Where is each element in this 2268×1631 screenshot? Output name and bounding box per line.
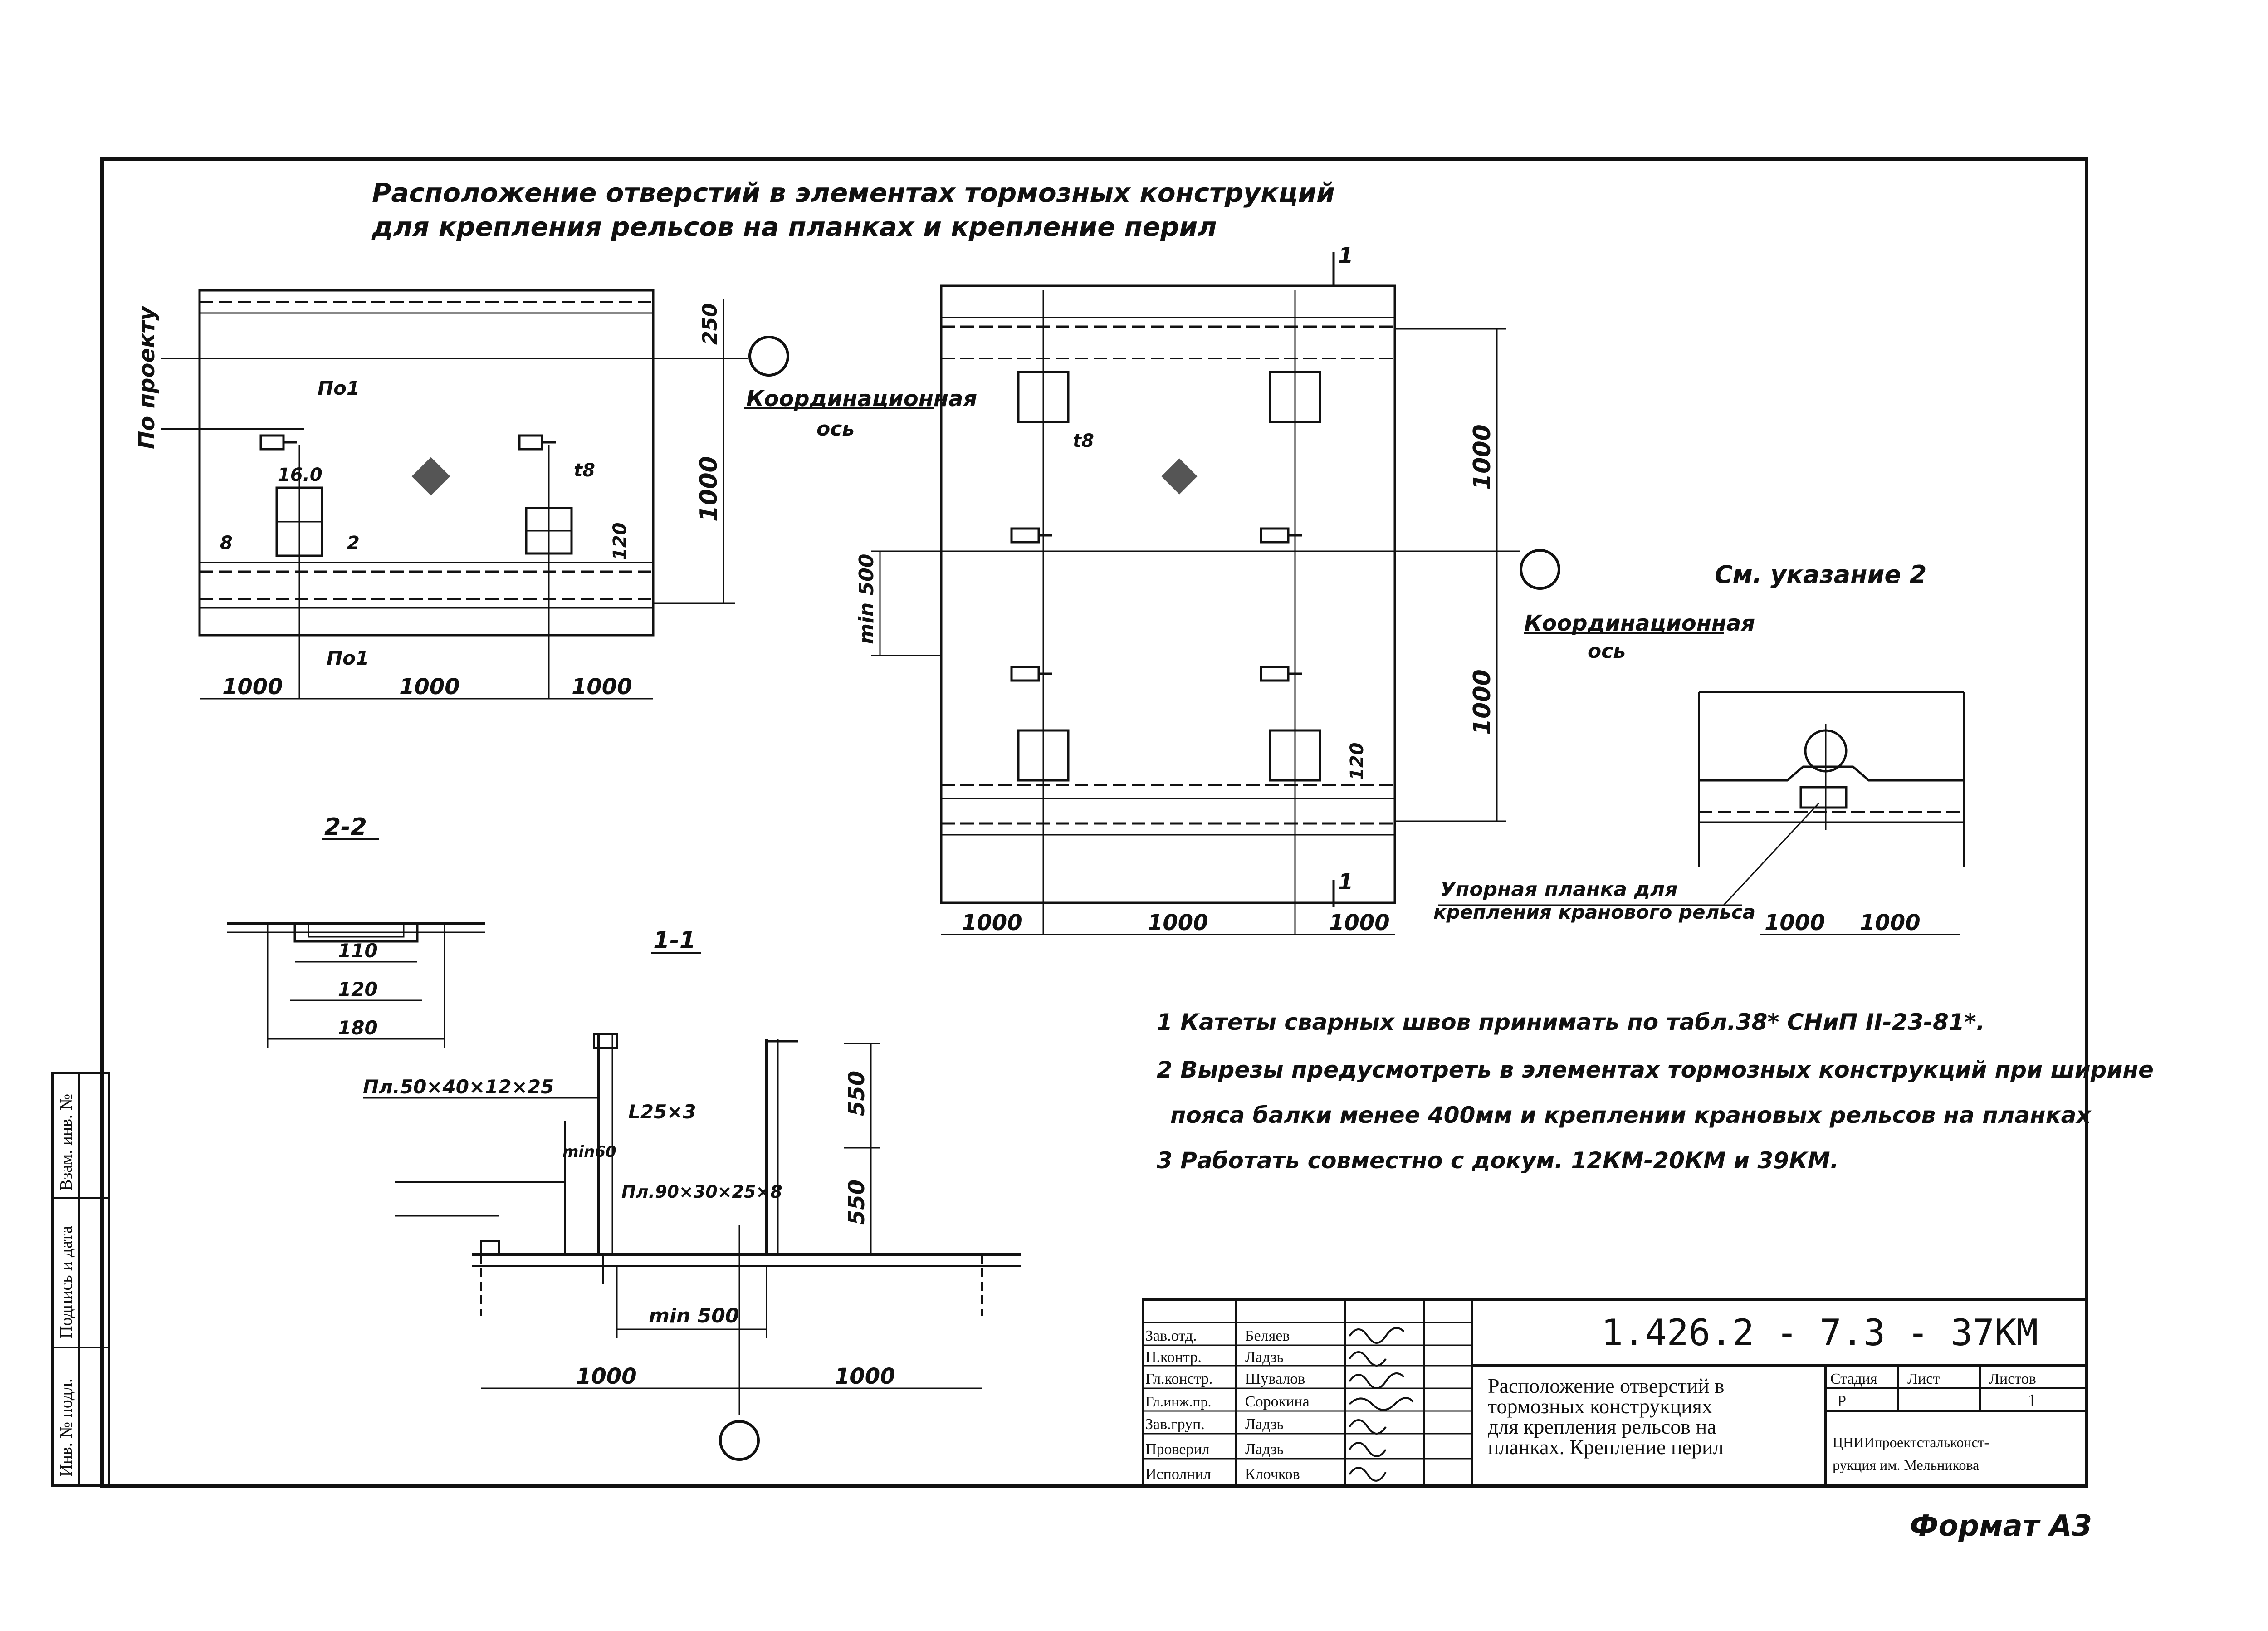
section-2-2-dim-180: 180 (338, 1017, 378, 1039)
note-2: 2 Вырезы предусмотреть в элементах тормо… (1157, 1057, 2154, 1083)
title-line-0: Расположение отверстий в (1488, 1374, 1724, 1397)
stage-header: Стадия (1830, 1371, 1877, 1387)
name-3: Сорокина (1245, 1393, 1310, 1410)
dim-120-left: 120 (610, 523, 631, 561)
drawing-title-line2: для крепления рельсов на планках и крепл… (371, 211, 1217, 242)
note-2-cont: пояса балки менее 400мм и креплении кран… (1170, 1102, 2092, 1128)
dim-1000-right-top: 1000 (1469, 424, 1496, 490)
dim-550-bottom: 550 (844, 1180, 870, 1225)
axis-bubble-left (748, 336, 789, 377)
dim-160: 16.0 (278, 465, 323, 485)
role-1: Н.контр. (1145, 1349, 1202, 1366)
dim-250: 250 (699, 303, 722, 345)
stamp-cell-1: Взам. инв. № (57, 1094, 76, 1191)
name-2: Шувалов (1245, 1371, 1305, 1387)
detail-cutout: Упорная планка для крепления кранового р… (1433, 691, 1965, 935)
plan-right-dim-3: 1000 (1329, 910, 1390, 935)
plan-right-dim-2: 1000 (1148, 910, 1208, 935)
dim-min500-section: min 500 (649, 1304, 739, 1327)
label-min60: min60 (562, 1143, 616, 1161)
label-plate-90: Пл.90×30×25×8 (621, 1182, 782, 1202)
role-4: Зав.груп. (1145, 1416, 1205, 1433)
section-dim-2: 1000 (835, 1364, 895, 1389)
plan-left-dim-3: 1000 (572, 674, 632, 700)
stop-plate-line2: крепления кранового рельса (1433, 901, 1755, 923)
doc-code: 1.426.2 - 7.3 - 37КМ (1601, 1312, 2038, 1354)
title-line-3: планках. Крепление перил (1488, 1435, 1724, 1459)
axis-bubble-right (1520, 549, 1560, 590)
org-line2: рукция им. Мельникова (1833, 1457, 1979, 1473)
dim-t8-right: t8 (1073, 431, 1094, 451)
note-1: 1 Катеты сварных швов принимать по табл.… (1157, 1009, 1985, 1035)
stage-value: Р (1837, 1392, 1846, 1410)
name-6: Клочков (1245, 1466, 1300, 1483)
detail-dim-1: 1000 (1765, 910, 1825, 935)
section-2-2-dim-120: 120 (338, 978, 378, 1000)
section-mark-1-bottom: 1 (1338, 869, 1353, 895)
section-1-1: 1-1 Пл.50×40×12×25 L25×3 min60 Пл.90×30×… (363, 927, 1021, 1461)
name-5: Ладзь (1245, 1441, 1284, 1458)
org-line1: ЦНИИпроектстальконст- (1833, 1434, 1989, 1450)
stamp-cell-2: Подпись и дата (57, 1226, 76, 1338)
name-1: Ладзь (1245, 1349, 1284, 1366)
role-2: Гл.констр. (1145, 1371, 1212, 1387)
title-line-1: тормозных конструкциях (1488, 1395, 1712, 1418)
name-4: Ладзь (1245, 1416, 1284, 1433)
section-2-2-title: 2-2 (324, 813, 367, 841)
plan-left-dim-1: 1000 (222, 674, 283, 700)
sheet-header: Лист (1907, 1371, 1940, 1387)
sheets-header: Листов (1989, 1371, 2036, 1387)
note-3: 3 Работать совместно с докум. 12КМ-20КМ … (1157, 1147, 1839, 1174)
drawing-title-line1: Расположение отверстий в элементах тормо… (372, 177, 1335, 208)
plan-right-dim-1: 1000 (962, 910, 1022, 935)
name-0: Беляев (1245, 1327, 1290, 1344)
stamp-cell-3: Инв. № подл. (57, 1378, 76, 1477)
section-dim-1: 1000 (576, 1364, 637, 1389)
role-5: Проверил (1145, 1441, 1210, 1458)
label-po-proektu: По проекту (134, 306, 160, 449)
dim-2: 2 (347, 533, 360, 553)
signatures (1349, 1327, 1414, 1482)
dim-1000-right-bottom: 1000 (1469, 669, 1496, 735)
dim-8: 8 (220, 533, 233, 553)
dim-1000-left: 1000 (695, 456, 723, 522)
role-6: Исполнил (1145, 1466, 1211, 1483)
section-mark-top: По1 (318, 377, 360, 399)
format-label: Формат А3 (1910, 1509, 2092, 1543)
sheets-value: 1 (2028, 1390, 2037, 1411)
section-1-1-title: 1-1 (653, 927, 696, 954)
dim-min500-right: min 500 (855, 554, 878, 644)
plan-left-dim-2: 1000 (399, 674, 460, 700)
notes: 1 Катеты сварных швов принимать по табл.… (1157, 1009, 2154, 1174)
dim-t8-left: t8 (574, 460, 595, 481)
title-block: Зав.отд. Н.контр. Гл.констр. Гл.инж.пр. … (1142, 1298, 2088, 1487)
detail-dim-2: 1000 (1860, 910, 1921, 935)
section-mark-bottom: По1 (327, 647, 369, 669)
dim-550-top: 550 (844, 1071, 870, 1116)
section-2-2: 2-2 110 120 180 (227, 813, 485, 1048)
plan-left: По проекту По1 По1 Координационная ось 2… (134, 289, 977, 700)
section-2-2-dim-110: 110 (338, 940, 378, 962)
coord-axis-left-1: Координационная (746, 386, 977, 411)
role-0: Зав.отд. (1145, 1327, 1197, 1344)
plan-right: 1 1 min 500 Координационная ось См. указ… (855, 243, 1926, 935)
role-3: Гл.инж.пр. (1145, 1393, 1212, 1410)
stop-plate-line1: Упорная планка для (1440, 878, 1677, 901)
title-line-2: для крепления рельсов на (1488, 1415, 1716, 1438)
coord-axis-left-2: ось (816, 417, 855, 441)
see-note-2: См. указание 2 (1715, 560, 1926, 589)
axis-bubble-section (719, 1420, 760, 1461)
coord-axis-right-1: Координационная (1524, 611, 1755, 636)
coord-axis-right-2: ось (1588, 640, 1626, 663)
label-angle-25: L25×3 (628, 1101, 696, 1123)
side-stamp: Взам. инв. № Подпись и дата Инв. № подл. (51, 1072, 110, 1487)
section-mark-1-top: 1 (1338, 243, 1353, 269)
dim-120-right: 120 (1347, 743, 1368, 781)
label-plate-50: Пл.50×40×12×25 (363, 1076, 554, 1098)
drawing-frame (100, 157, 2088, 1488)
